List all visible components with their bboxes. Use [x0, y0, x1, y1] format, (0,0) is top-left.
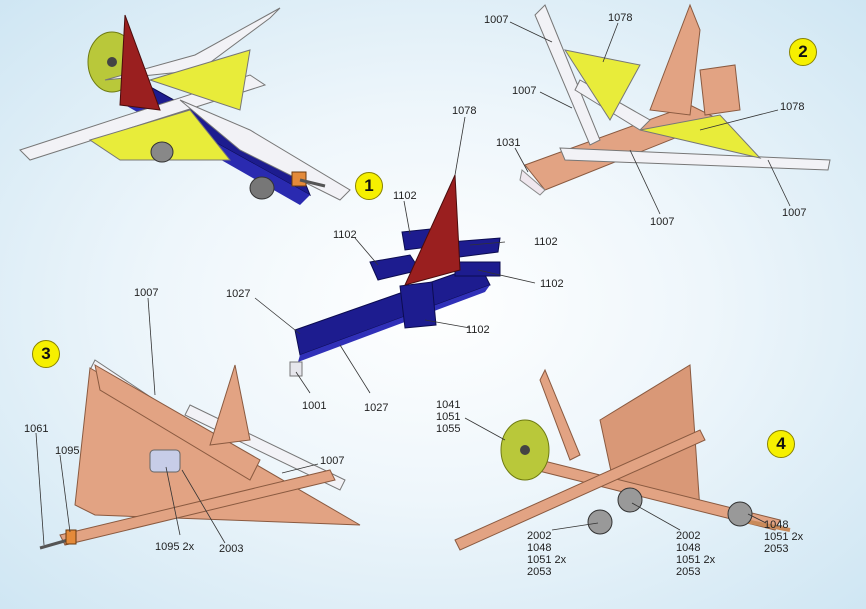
part-label: 1102: [540, 278, 564, 290]
step-badge-3: 3: [32, 340, 60, 368]
model-step2: [519, 3, 831, 196]
model-step4: [454, 364, 791, 551]
step-badge-2: 2: [789, 38, 817, 66]
step-badge-4: 4: [767, 430, 795, 458]
step-badge-1: 1: [355, 172, 383, 200]
part-label: 1007: [134, 287, 159, 299]
part-label: 1078: [780, 101, 805, 113]
part-label: 1027: [364, 402, 389, 414]
part-label-stack: 2002 1048 1051 2x 2053: [676, 530, 716, 578]
part-label-stack: 2002 1048 1051 2x 2053: [527, 530, 567, 578]
part-label-stack: 1048 1051 2x 2053: [764, 519, 804, 555]
part-label: 1007: [484, 14, 509, 26]
part-label: 2003: [219, 543, 244, 555]
part-label: 1102: [466, 324, 490, 336]
leader-lines: [35, 21, 791, 546]
part-label: 1027: [226, 288, 251, 300]
part-label: 1007: [320, 455, 345, 467]
part-label: 1102: [393, 190, 417, 202]
part-label: 1061: [24, 423, 49, 435]
part-label: 1102: [333, 229, 357, 241]
model-step1: [289, 174, 501, 377]
part-label: 1007: [512, 85, 537, 97]
part-label: 1102: [534, 236, 558, 248]
part-label-stack: 1041 1051 1055: [436, 399, 461, 435]
part-label: 1031: [496, 137, 521, 149]
part-label: 1078: [608, 12, 633, 24]
part-label: 1001: [302, 400, 327, 412]
part-label: 1095: [55, 445, 80, 457]
part-label: 1095 2x: [155, 541, 195, 553]
part-label: 1078: [452, 105, 477, 117]
model-step3: [39, 359, 361, 550]
part-label: 1007: [782, 207, 807, 219]
model-top-left: [19, 7, 351, 205]
part-label: 1007: [650, 216, 675, 228]
